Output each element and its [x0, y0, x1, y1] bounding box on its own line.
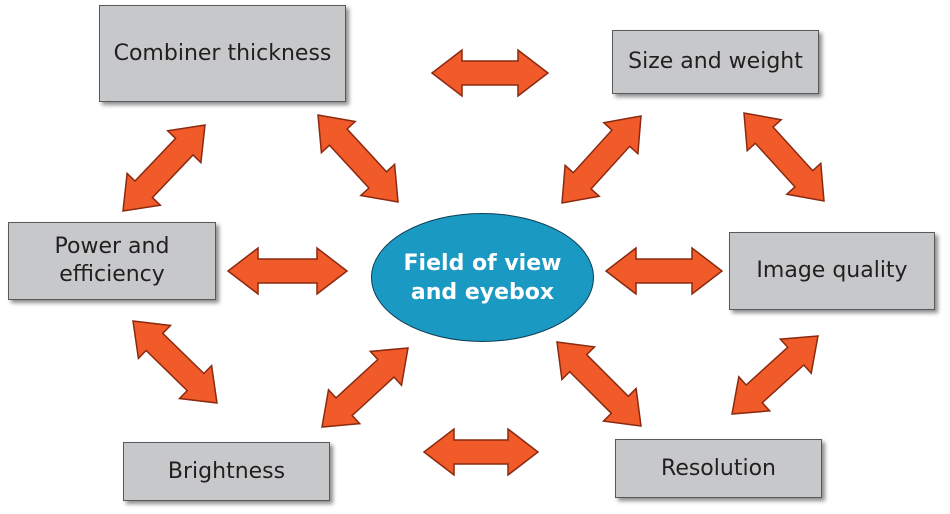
box-resolution: Resolution	[615, 439, 822, 498]
center-label: Field of view and eyebox	[403, 250, 562, 305]
arrow-power-to-brightness	[132, 320, 218, 404]
box-image-quality: Image quality	[729, 232, 935, 310]
arrow-center-to-image-quality	[604, 246, 724, 296]
arrow-top-horizontal	[430, 48, 550, 98]
box-brightness: Brightness	[123, 442, 330, 501]
box-size-and-weight: Size and weight	[612, 30, 819, 94]
arrow-power-to-center	[226, 246, 349, 296]
box-label-size-and-weight: Size and weight	[628, 49, 803, 74]
box-label-image-quality: Image quality	[756, 258, 908, 283]
arrow-size-to-center	[561, 115, 642, 204]
box-label-power-and-efficiency: Power and efficiency	[54, 234, 170, 287]
arrow-bottom-horizontal	[422, 427, 540, 477]
arrow-center-to-brightness	[321, 347, 409, 428]
arrow-combiner-to-power	[122, 124, 206, 212]
box-power-and-efficiency: Power and efficiency	[8, 222, 216, 300]
box-combiner-thickness: Combiner thickness	[99, 5, 346, 102]
center-ellipse: Field of view and eyebox	[371, 213, 594, 342]
box-label-brightness: Brightness	[167, 458, 286, 484]
arrow-size-to-image-quality	[743, 112, 825, 202]
box-label-resolution: Resolution	[661, 455, 776, 481]
box-label-combiner-thickness: Combiner thickness	[113, 40, 332, 66]
arrow-image-quality-to-resolution	[731, 335, 819, 415]
arrow-center-to-resolution	[556, 341, 642, 427]
arrow-combiner-to-center	[317, 114, 399, 203]
